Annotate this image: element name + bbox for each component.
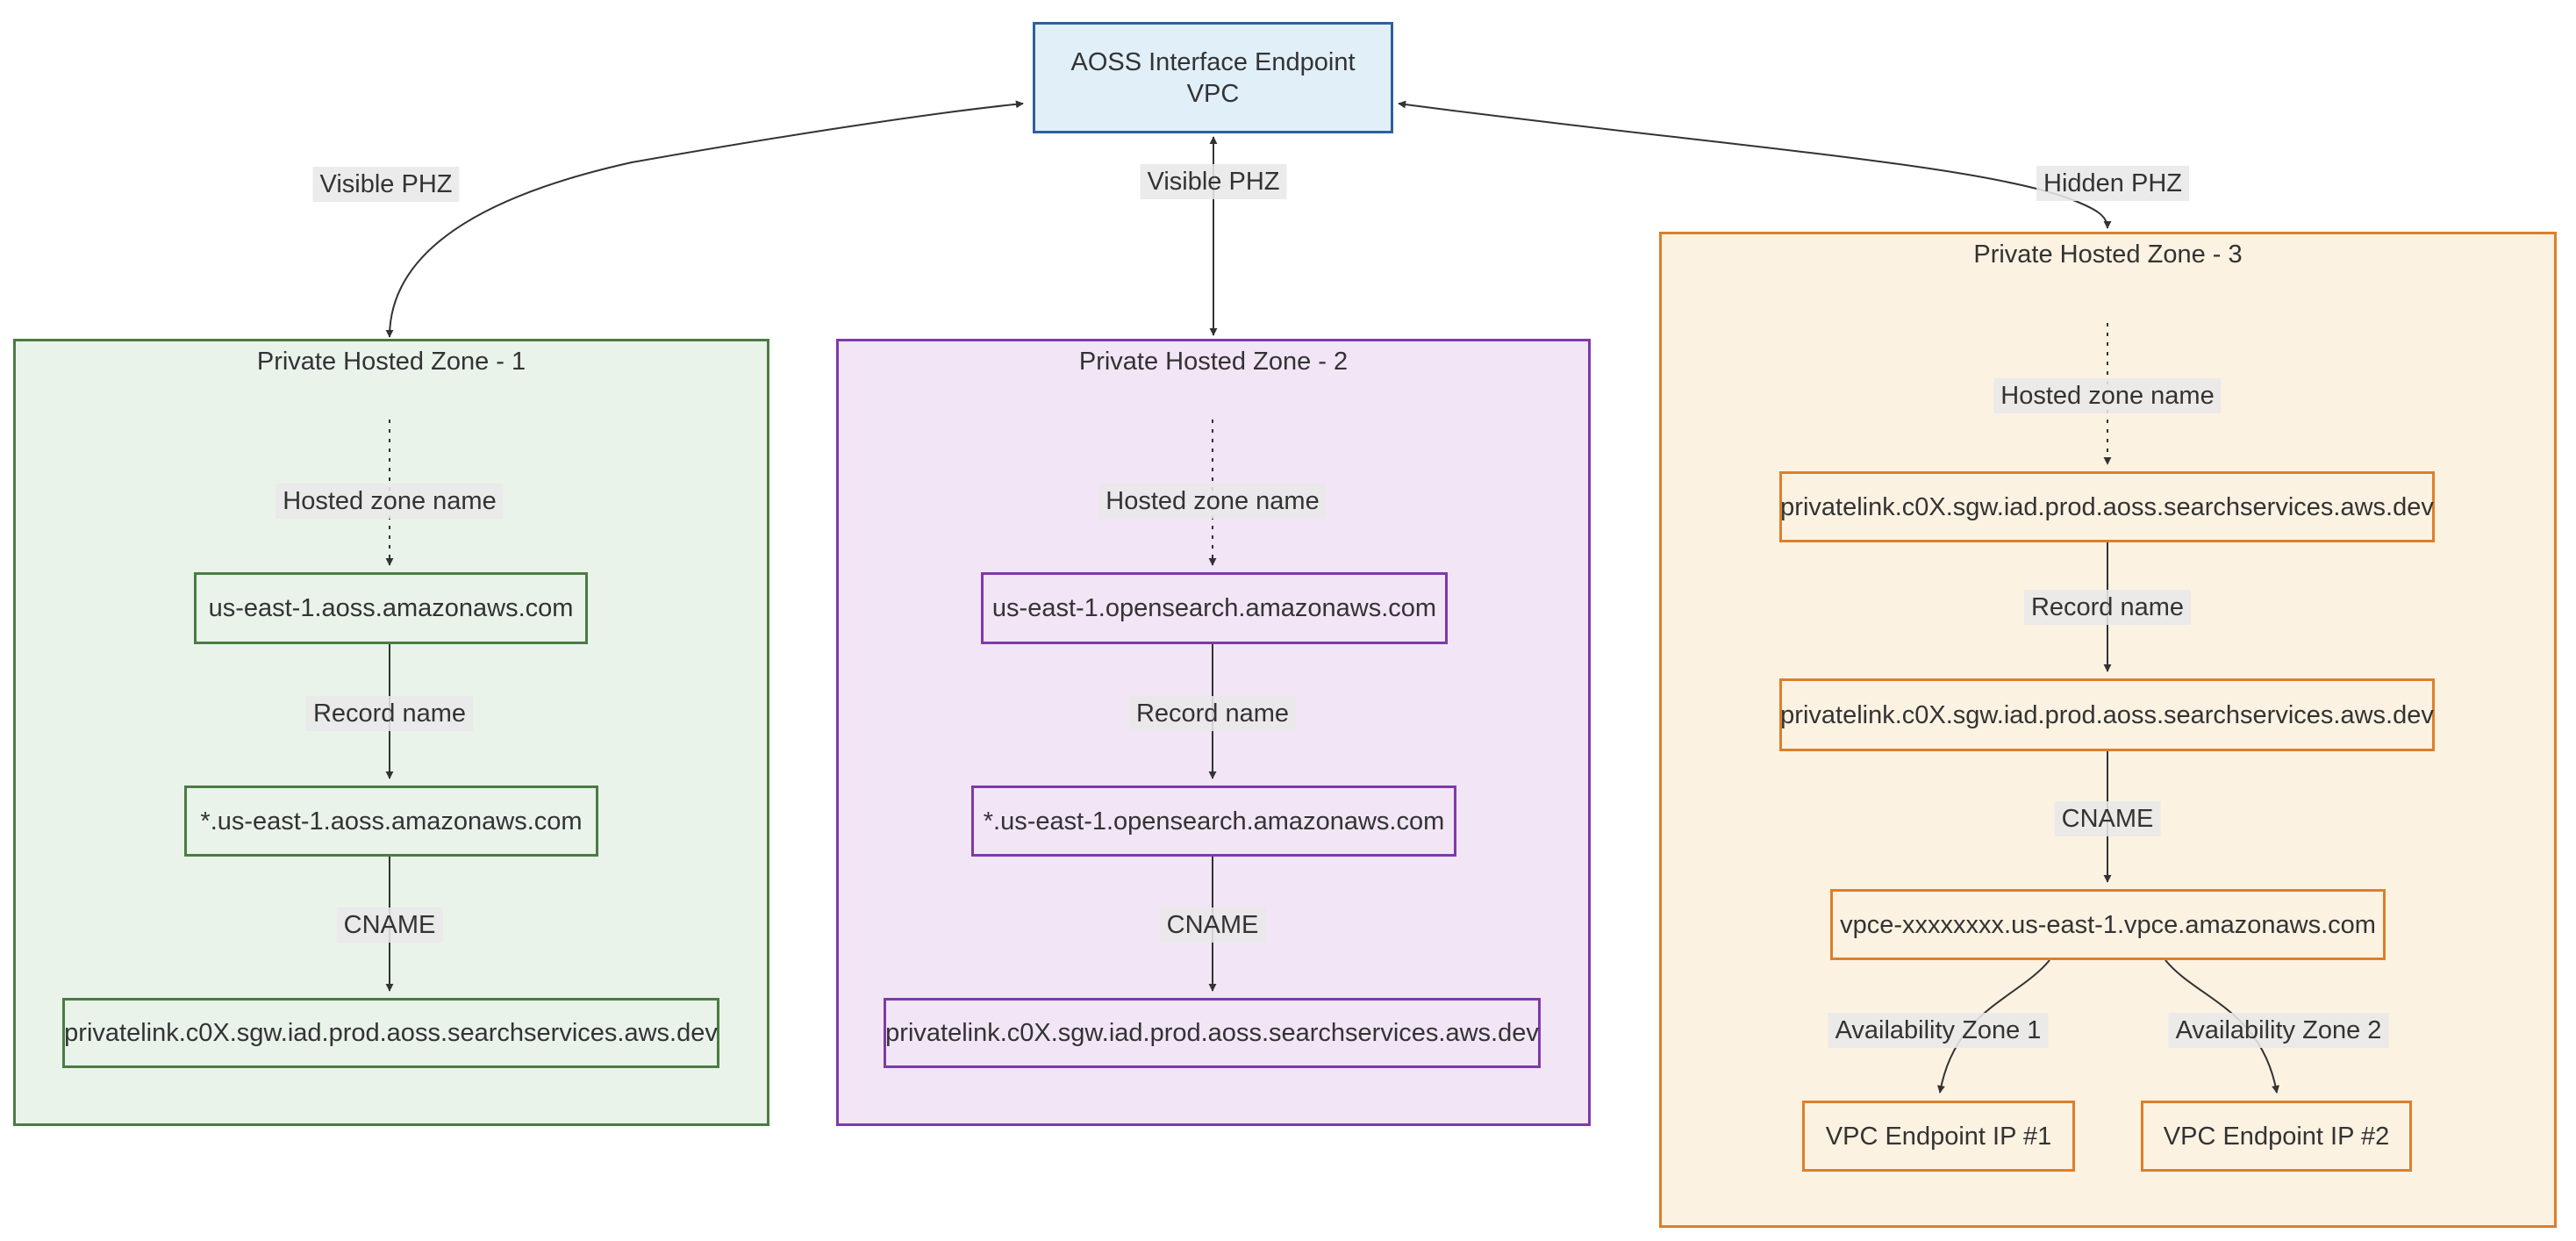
- edge-phz3-az1: [1937, 959, 2050, 1094]
- phz1-container: Private Hosted Zone - 1: [13, 339, 769, 1126]
- phz1-node-hosted-zone-name: us-east-1.aoss.amazonaws.com: [194, 572, 588, 644]
- phz2-node-record-name: *.us-east-1.opensearch.amazonaws.com: [971, 785, 1456, 857]
- phz2-node-hosted-zone-name: us-east-1.opensearch.amazonaws.com: [981, 572, 1448, 644]
- phz1-label-hosted-zone-name: Hosted zone name: [275, 484, 504, 519]
- vpc-endpoint-node: AOSS Interface Endpoint VPC: [1033, 22, 1393, 133]
- phz3-node-vpc-endpoint-ip1: VPC Endpoint IP #1: [1802, 1101, 2075, 1172]
- phz1-label-record-name: Record name: [305, 696, 474, 731]
- edge-label-visible-phz-2: Visible PHZ: [1140, 164, 1287, 199]
- phz2-title: Private Hosted Zone - 2: [1078, 348, 1349, 376]
- phz1-node-record-name: *.us-east-1.aoss.amazonaws.com: [184, 785, 598, 857]
- phz3-label-record-name: Record name: [2023, 590, 2192, 625]
- edge-phz3-az2: [2165, 959, 2279, 1094]
- phz2-label-record-name: Record name: [1128, 696, 1297, 731]
- phz2-label-cname: CNAME: [1159, 907, 1266, 943]
- phz1-label-cname: CNAME: [336, 907, 443, 943]
- edge-vpc-phz3: [1398, 100, 2112, 229]
- phz3-node-vpce-dns: vpce-xxxxxxxx.us-east-1.vpce.amazonaws.c…: [1830, 889, 2386, 960]
- vpc-endpoint-label-line2: VPC: [1186, 79, 1240, 108]
- phz3-label-cname: CNAME: [2054, 801, 2161, 836]
- phz1-node-cname-target: privatelink.c0X.sgw.iad.prod.aoss.search…: [62, 998, 719, 1068]
- phz2-label-hosted-zone-name: Hosted zone name: [1098, 484, 1327, 519]
- vpc-endpoint-label-line1: AOSS Interface Endpoint: [1070, 47, 1356, 76]
- phz3-label-availability-zone-2: Availability Zone 2: [2168, 1013, 2389, 1048]
- phz2-node-cname-target: privatelink.c0X.sgw.iad.prod.aoss.search…: [884, 998, 1541, 1068]
- phz3-node-vpc-endpoint-ip2: VPC Endpoint IP #2: [2141, 1101, 2412, 1172]
- phz3-node-record-name: privatelink.c0X.sgw.iad.prod.aoss.search…: [1779, 678, 2435, 751]
- phz3-title: Private Hosted Zone - 3: [1973, 240, 2243, 269]
- phz3-label-hosted-zone-name: Hosted zone name: [1993, 378, 2222, 413]
- edge-label-hidden-phz: Hidden PHZ: [2036, 166, 2189, 201]
- phz3-label-availability-zone-1: Availability Zone 1: [1828, 1013, 2049, 1048]
- edge-vpc-phz1: [385, 100, 1024, 338]
- edge-label-visible-phz-1: Visible PHZ: [312, 167, 460, 202]
- phz1-title: Private Hosted Zone - 1: [256, 348, 526, 376]
- phz3-node-hosted-zone-name: privatelink.c0X.sgw.iad.prod.aoss.search…: [1779, 471, 2435, 542]
